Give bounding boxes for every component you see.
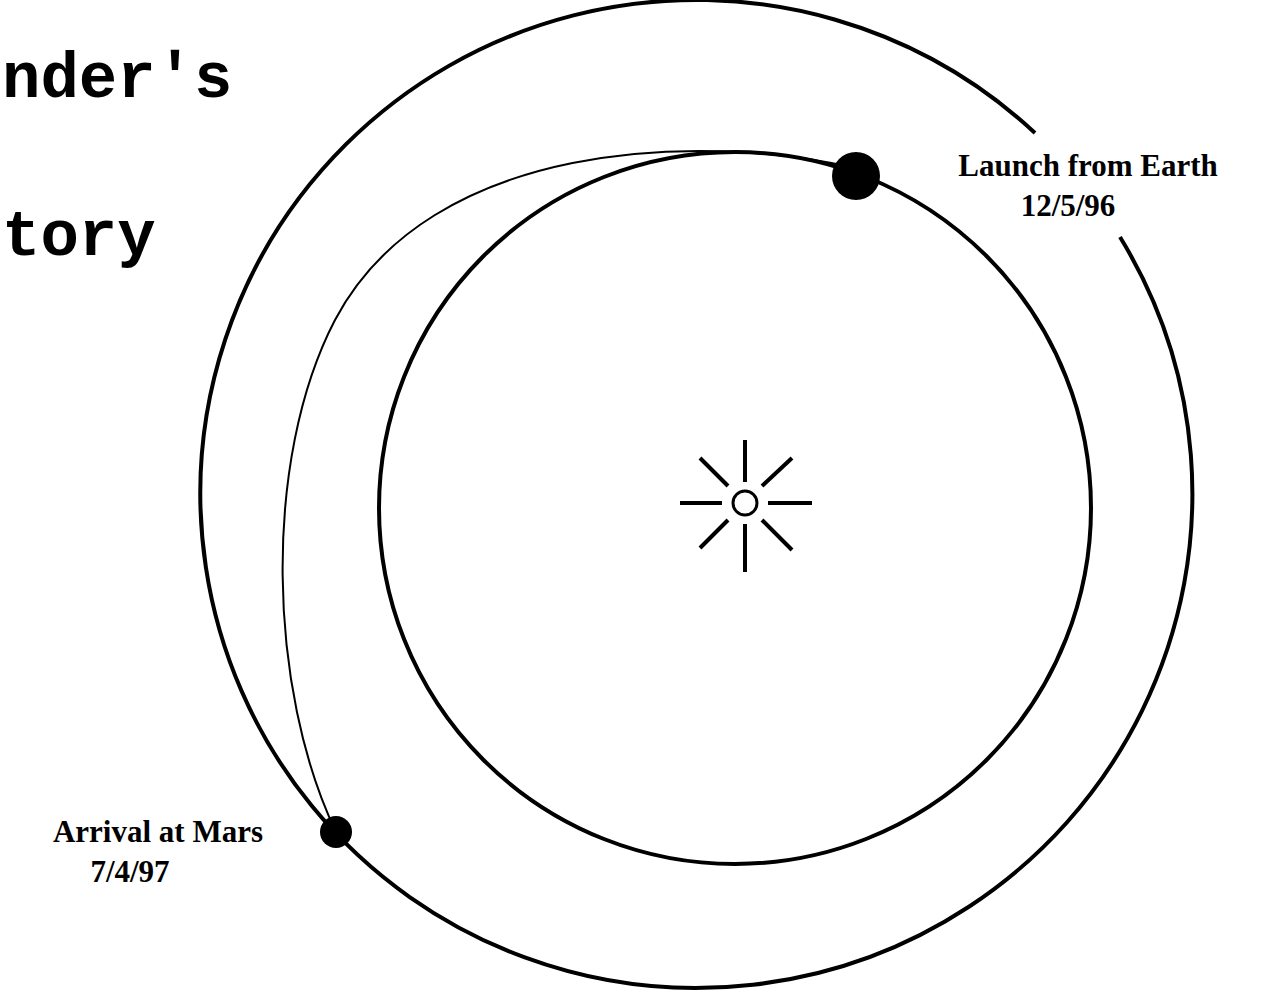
arrival-date: 7/4/97	[90, 856, 169, 887]
transfer-path	[283, 151, 855, 832]
earth-dot	[832, 152, 880, 200]
earth-orbit	[379, 152, 1091, 864]
sun-symbol	[680, 440, 812, 572]
arrival-label: Arrival at Mars	[53, 816, 263, 847]
launch-date: 12/5/96	[1021, 190, 1116, 221]
title-fragment: tory	[2, 206, 156, 270]
mars-orbit	[200, 0, 1192, 988]
title-fragment: nder's	[2, 48, 232, 112]
mars-dot	[320, 816, 352, 848]
launch-label: Launch from Earth	[958, 150, 1218, 181]
